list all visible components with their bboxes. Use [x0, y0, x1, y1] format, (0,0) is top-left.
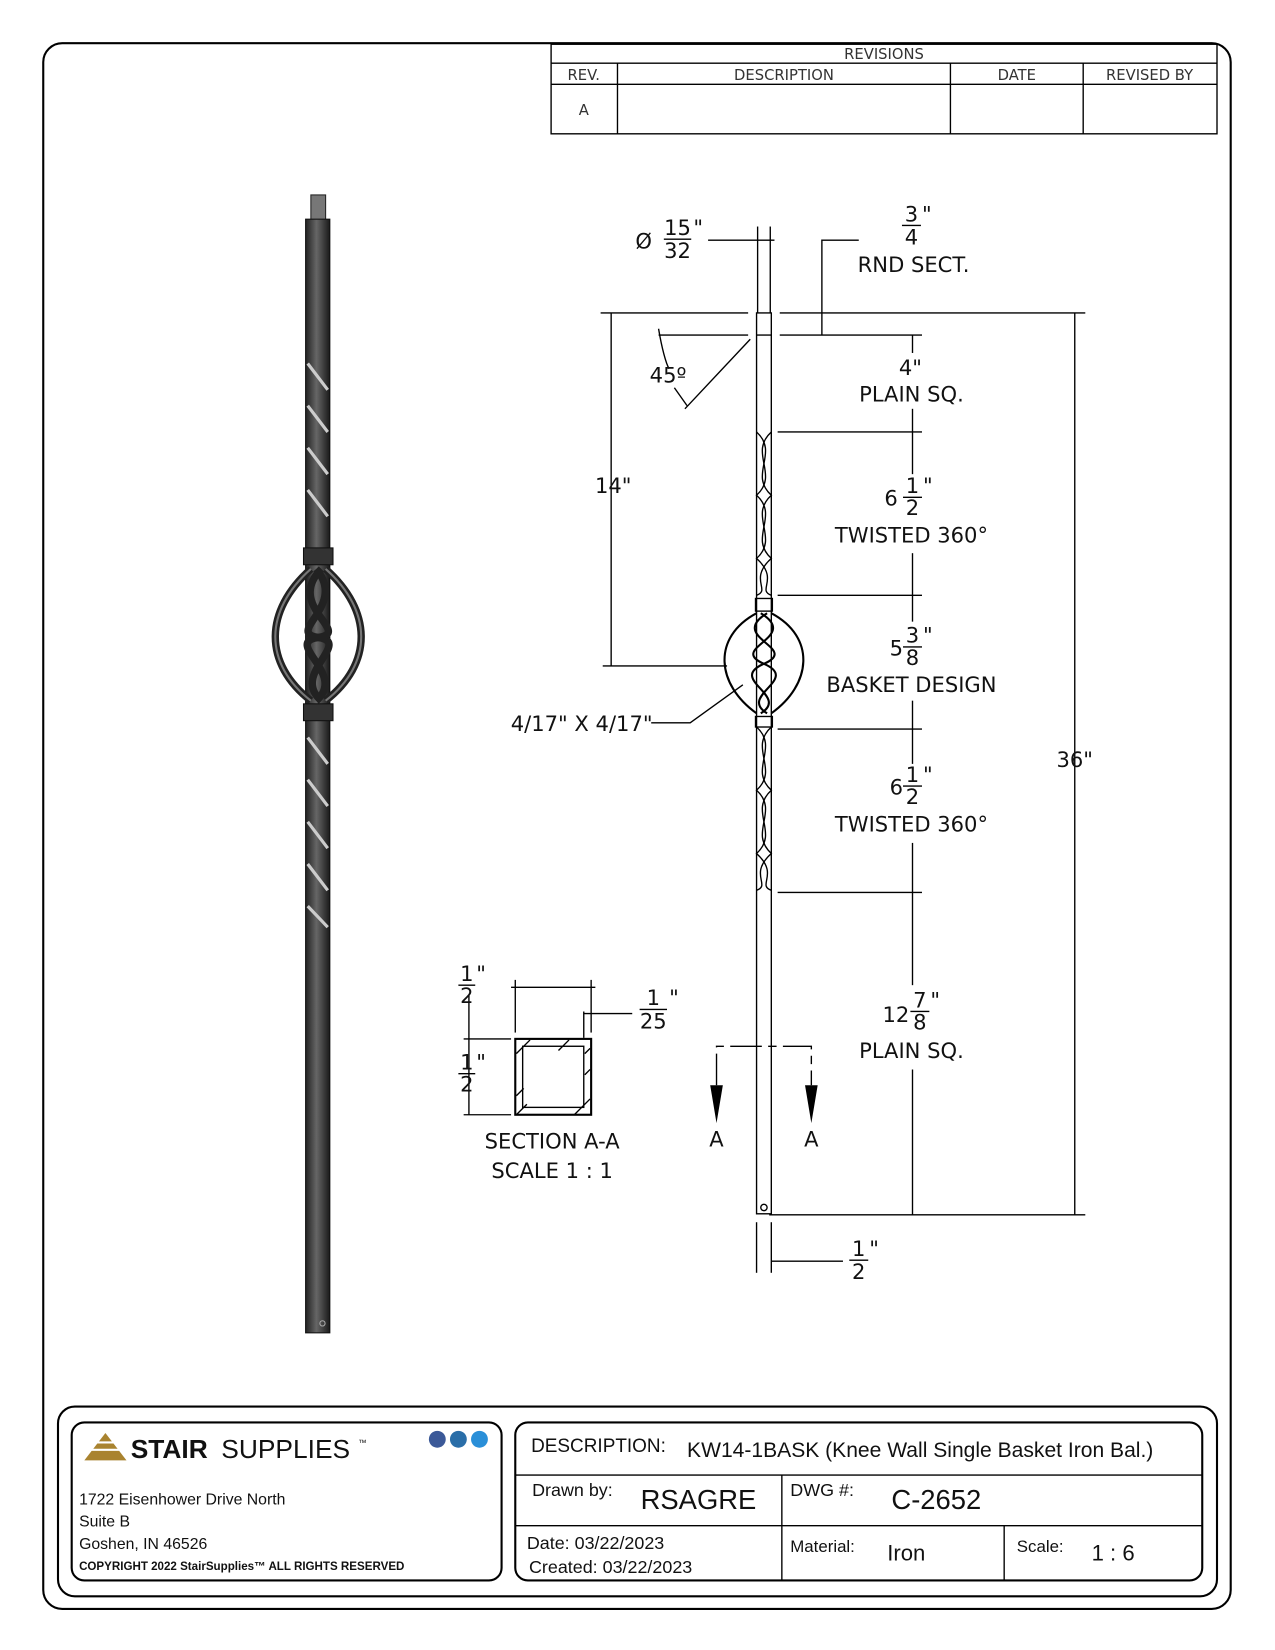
section-a-a: 1 2 " 1 2 " 1 25 " SECTION A-A SCALE 1 :… — [458, 961, 679, 1183]
stairsupplies-logo: STAIR SUPPLIES ™ — [84, 1432, 367, 1464]
dwg-value: C-2652 — [891, 1484, 981, 1515]
mixed-fraction-labels: 6 1 2 " TWISTED 360° 5 3 8 " BASKET DESI… — [826, 473, 996, 1284]
revised-by-header: REVISED BY — [1106, 67, 1194, 84]
dimension-lines — [600, 239, 1086, 1273]
sheet-border — [42, 42, 1232, 1610]
diameter-unit: " — [693, 215, 703, 240]
round-num: 3 — [905, 201, 918, 226]
upper-twist-label: TWISTED 360° — [834, 523, 988, 548]
lower-twist-whole: 6 — [890, 774, 903, 799]
bottom-plain-unit: " — [930, 987, 940, 1012]
section-height-den: 2 — [460, 1072, 473, 1097]
upper-twist-den: 2 — [906, 495, 919, 520]
top-plain-label: PLAIN SQ. — [859, 381, 964, 406]
section-scale: SCALE 1 : 1 — [491, 1158, 613, 1183]
address-line-2: Suite B — [79, 1514, 130, 1531]
height-to-basket: 14" — [595, 473, 632, 498]
bottom-plain-label: PLAIN SQ. — [859, 1038, 964, 1063]
lower-twist-num: 1 — [906, 762, 919, 787]
logo-bold-text: STAIR — [131, 1434, 208, 1464]
rev-header: REV. — [568, 67, 600, 84]
diameter-num: 15 — [664, 215, 691, 240]
dimension-labels: Ø 15 32 " 3 4 " RND SECT. 45º 4" PLAIN S… — [511, 201, 1093, 772]
section-wall-den: 25 — [640, 1008, 667, 1033]
logo-tm: ™ — [358, 1438, 366, 1448]
scale-label: Scale: — [1017, 1537, 1064, 1556]
lower-twist-unit: " — [923, 762, 933, 787]
round-unit: " — [922, 201, 932, 226]
round-den: 4 — [905, 224, 918, 249]
diameter-den: 32 — [664, 238, 691, 263]
basket-unit: " — [923, 623, 933, 648]
basket-num: 3 — [906, 623, 919, 648]
logo-light-text: SUPPLIES — [221, 1434, 350, 1464]
drawn-by-value: RSAGRE — [641, 1484, 757, 1515]
dwg-label: DWG #: — [790, 1480, 854, 1500]
address-line-1: 1722 Eisenhower Drive North — [79, 1492, 285, 1509]
basket-den: 8 — [906, 645, 919, 670]
cut-label-left: A — [709, 1126, 724, 1151]
social-icons[interactable] — [428, 1430, 488, 1448]
basket-whole: 5 — [890, 635, 903, 660]
material-value: Iron — [887, 1540, 925, 1565]
section-height-num: 1 — [460, 1049, 473, 1074]
bottom-plain-whole: 12 — [883, 1002, 910, 1027]
section-width-unit: " — [476, 961, 486, 986]
revisions-table: REVISIONS REV. DESCRIPTION DATE REVISED … — [550, 43, 1218, 135]
section-width-den: 2 — [460, 983, 473, 1008]
description-header: DESCRIPTION — [734, 67, 834, 84]
bottom-width-num: 1 — [852, 1236, 865, 1261]
revisions-title: REVISIONS — [844, 46, 924, 63]
lower-twist-label: TWISTED 360° — [834, 811, 988, 836]
upper-twist-whole: 6 — [884, 486, 897, 511]
section-wall-num: 1 — [647, 985, 660, 1010]
date-value: Date: 03/22/2023 — [527, 1533, 664, 1553]
description-label: DESCRIPTION: — [531, 1436, 666, 1457]
section-cut-line: A A — [709, 1045, 819, 1151]
section-wall-unit: " — [669, 985, 679, 1010]
drawn-by-label: Drawn by: — [532, 1480, 613, 1500]
upper-twist-unit: " — [923, 473, 933, 498]
bottom-plain-num: 7 — [913, 987, 926, 1012]
twitter-icon[interactable] — [471, 1430, 488, 1448]
scale-value: 1 : 6 — [1092, 1540, 1135, 1565]
section-title: SECTION A-A — [485, 1128, 621, 1153]
baluster-render — [271, 194, 365, 1334]
created-value: Created: 03/22/2023 — [529, 1557, 692, 1577]
bottom-plain-den: 8 — [913, 1009, 926, 1034]
top-plain-value: 4" — [899, 355, 922, 380]
round-section-label: RND SECT. — [858, 252, 970, 277]
basket-bar-size: 4/17" X 4/17" — [511, 711, 653, 736]
section-height-unit: " — [476, 1049, 486, 1074]
description-value: KW14-1BASK (Knee Wall Single Basket Iron… — [687, 1439, 1153, 1462]
diameter-symbol: Ø — [635, 229, 652, 254]
copyright: COPYRIGHT 2022 StairSupplies™ ALL RIGHTS… — [79, 1561, 404, 1573]
material-label: Material: — [790, 1537, 855, 1556]
angle-label: 45º — [650, 362, 687, 387]
bottom-width-den: 2 — [852, 1259, 865, 1284]
rev-value: A — [579, 102, 589, 119]
cut-label-right: A — [804, 1126, 819, 1151]
date-header: DATE — [998, 67, 1036, 84]
section-width-num: 1 — [460, 961, 473, 986]
address-line-3: Goshen, IN 46526 — [79, 1536, 207, 1553]
basket-label: BASKET DESIGN — [826, 672, 996, 697]
bottom-width-unit: " — [869, 1236, 879, 1261]
title-block: STAIR SUPPLIES ™ 1722 Eisenhower Drive N… — [56, 1405, 1219, 1598]
upper-twist-num: 1 — [906, 473, 919, 498]
facebook-icon[interactable] — [428, 1430, 446, 1448]
overall-height: 36" — [1057, 747, 1094, 772]
lower-twist-den: 2 — [906, 784, 919, 809]
baluster-elevation — [723, 226, 805, 1215]
linkedin-icon[interactable] — [449, 1430, 467, 1448]
